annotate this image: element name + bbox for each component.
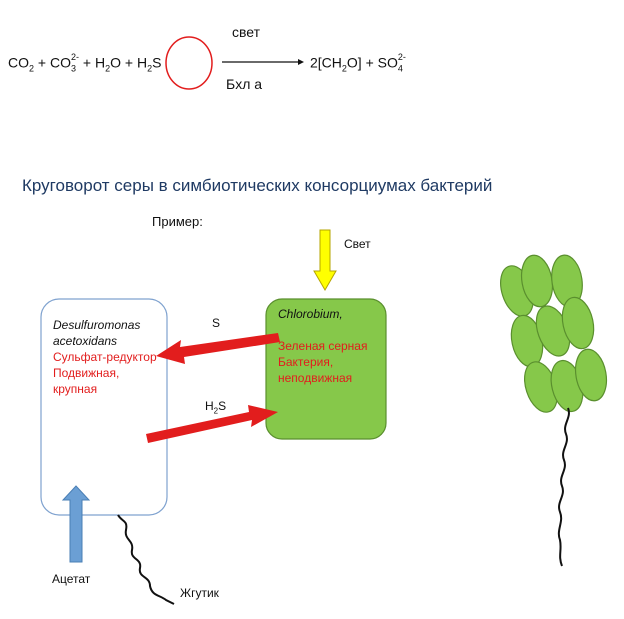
consortium-cell [574, 348, 608, 402]
left-species-line1: Desulfuromonas [53, 318, 141, 332]
left-species-line2: acetoxidans [53, 334, 118, 348]
reaction-products: 2[CH2O] + SO42- [310, 52, 406, 74]
page-title: Круговорот серы в симбиотических консорц… [22, 176, 493, 195]
sulfur-arrow [156, 333, 280, 364]
left-flagellum [117, 514, 175, 605]
eq-term: O + [110, 54, 134, 71]
flagellum-label: Жгутик [180, 586, 219, 600]
light-arrow [313, 229, 337, 291]
left-desc-line1: Сульфат-редуктор [53, 350, 157, 364]
reaction-arrow-head [298, 59, 304, 65]
eq-term: CO [8, 54, 29, 71]
arrow-label-below: Бхл а [226, 76, 263, 92]
h2s-label-tail: S [218, 399, 227, 413]
right-desc-line3: неподвижная [278, 371, 353, 385]
left-desc-line3: крупная [53, 382, 98, 396]
left-cell-text: Desulfuromonas acetoxidans Сульфат-редук… [53, 317, 157, 397]
eq-subscript: 2 [105, 63, 111, 74]
eq-subscript: 2 [341, 63, 347, 74]
consortium-flagellum [557, 407, 570, 567]
eq-subscript: 2 [29, 63, 35, 74]
right-desc-line1: Зеленая серная [278, 339, 368, 353]
h2s-arrow [146, 405, 278, 443]
eq-term: 2[CH [310, 54, 342, 71]
acetate-label: Ацетат [52, 572, 91, 586]
h2s-label: H2S [205, 399, 226, 415]
h2s-label-main: H [205, 399, 214, 413]
eq-term: S [152, 54, 162, 71]
h2s-label-sub: 2 [213, 406, 219, 416]
right-species: Chlorobium, [278, 307, 343, 321]
eq-term: + CO [37, 54, 71, 71]
eq-term: + H [82, 54, 106, 71]
eq-term: O] + SO [346, 54, 398, 71]
eq-superscript: 2- [397, 52, 406, 62]
consortium [500, 254, 608, 413]
sulfur-label: S [212, 316, 221, 330]
arrow-label-above: свет [232, 24, 261, 40]
h2s-highlight-circle [165, 36, 213, 90]
right-cell-text: Chlorobium, Зеленая серная Бактерия, неп… [278, 306, 367, 386]
eq-subscript: 3 [70, 63, 76, 74]
left-cell [40, 298, 168, 516]
light-label: Свет [344, 237, 371, 251]
example-label: Пример: [152, 214, 203, 229]
eq-superscript: 2- [71, 52, 80, 62]
eq-subscript: 2 [147, 63, 153, 74]
right-cell [265, 298, 387, 440]
left-desc-line2: Подвижная, [53, 366, 120, 380]
right-desc-line2: Бактерия, [278, 355, 334, 369]
reaction-equation: CO2 + CO32- + H2O + H2S [8, 52, 162, 74]
eq-term-h2s: H [136, 54, 148, 71]
acetate-arrow [61, 485, 91, 563]
consortium-cell [561, 296, 595, 350]
eq-subscript: 4 [397, 63, 403, 74]
